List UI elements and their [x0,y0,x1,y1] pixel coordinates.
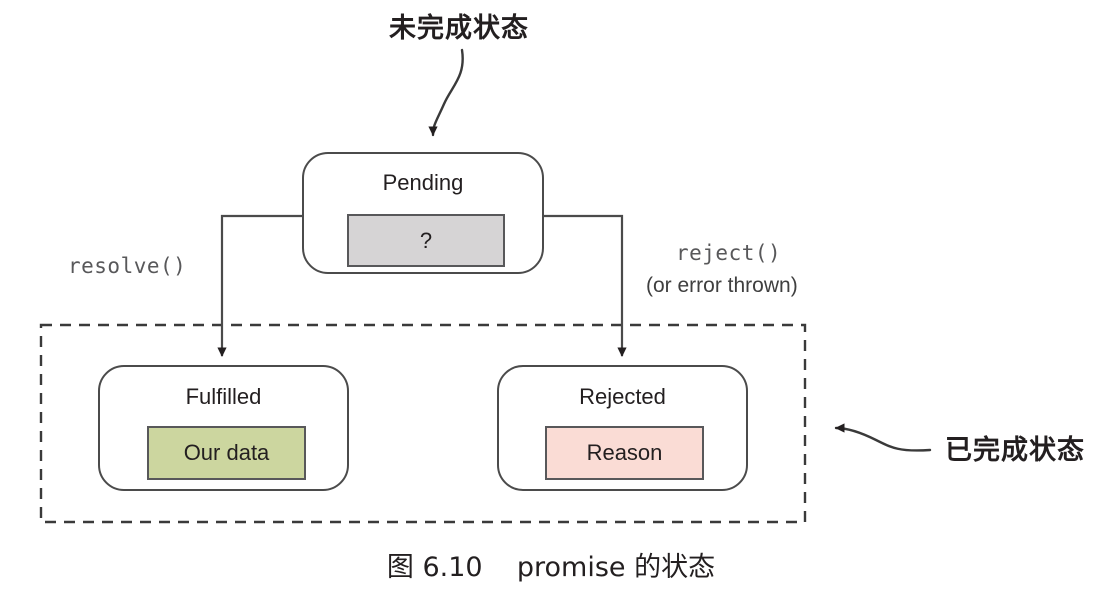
state-box-fulfilled: Fulfilled Our data [98,365,349,491]
state-value-pending: ? [347,214,505,267]
unsettled-callout-arrow [428,48,464,137]
state-title-rejected: Rejected [579,384,666,409]
unsettled-state-label: 未完成状态 [389,13,529,44]
resolve-connector [217,214,302,357]
state-value-rejected: Reason [545,426,704,480]
settled-region-dashed-border [39,323,807,524]
state-title-pending: Pending [382,170,464,195]
reject-connector [544,214,627,357]
settled-callout-arrow [834,423,932,452]
reject-sublabel: (or error thrown) [646,274,798,297]
settled-state-label: 已完成状态 [945,435,1085,466]
state-box-rejected: Rejected Reason [497,365,748,491]
state-value-fulfilled: Our data [147,426,306,480]
reject-label: reject() [676,241,782,265]
state-title-fulfilled: Fulfilled [185,384,262,409]
state-box-pending: Pending ? [302,152,544,274]
figure-caption: 图 6.10 promise 的状态 [386,552,716,583]
resolve-label: resolve() [68,254,187,278]
